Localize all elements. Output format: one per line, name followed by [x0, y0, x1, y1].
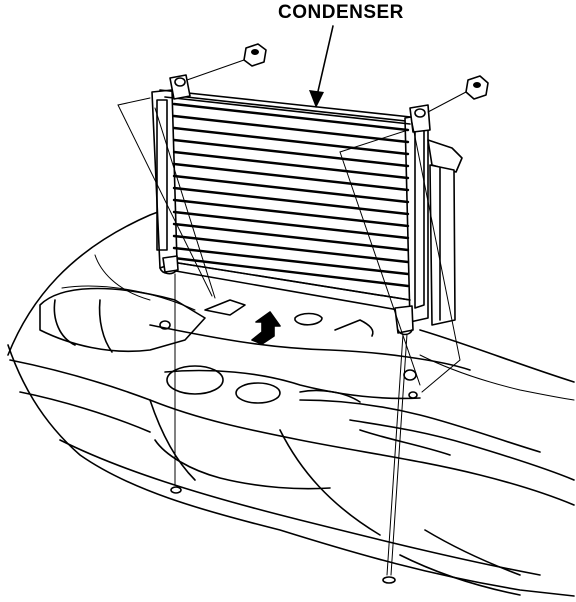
mounting-bolt-right: [465, 75, 489, 100]
mounting-bolt-left: [243, 43, 267, 67]
condenser-label: CONDENSER: [278, 2, 404, 23]
front-bumper: [7, 211, 575, 597]
lower-mount-pin-right: [382, 576, 396, 584]
lower-mount-pin-left: [170, 486, 182, 494]
installation-arrow: [251, 311, 281, 345]
callout-lines: [117, 25, 467, 576]
condenser-fins: [172, 102, 410, 288]
condenser: [151, 74, 463, 336]
